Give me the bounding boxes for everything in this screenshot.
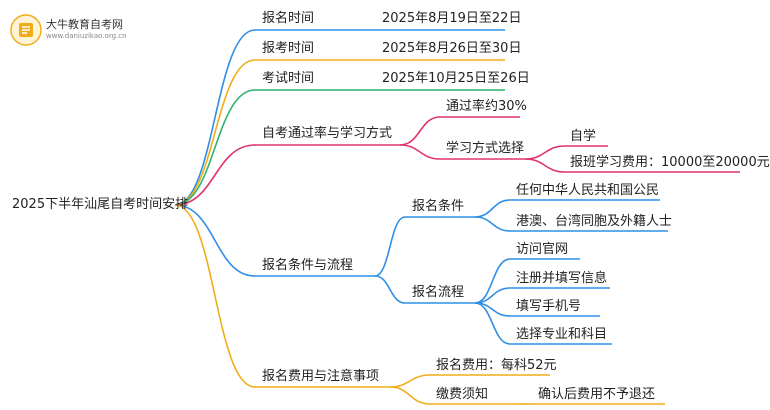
link-cp-conditions [374, 216, 406, 277]
link-root-exam [174, 89, 256, 206]
link-fees-fee [389, 374, 431, 388]
link-cond-citizen [474, 199, 511, 218]
node-registration-time: 报名时间 [262, 11, 315, 26]
node-fees-notes: 报名费用与注意事项 [262, 369, 380, 384]
node-fee-per-subject: 报名费用：每科52元 [436, 358, 557, 373]
link-root-conditions [174, 204, 256, 277]
node-registration-time-value: 2025年8月19日至22日 [382, 11, 522, 26]
mindmap-canvas: 大牛教育自考网 www.daniuzikao.org.cn 2025下半年汕尾自… [10, 11, 770, 405]
link-passrate-rate [399, 116, 441, 146]
link-root-registration [174, 29, 256, 206]
node-step-register: 注册并填写信息 [516, 271, 608, 286]
node-payment-notice: 缴费须知 [436, 387, 489, 402]
node-step-phone: 填写手机号 [516, 299, 582, 314]
node-conditions-process: 报名条件与流程 [262, 258, 354, 273]
brand-url: www.daniuzikao.org.cn [46, 32, 127, 40]
link-cp-process [374, 275, 406, 304]
link-root-fees [174, 204, 256, 388]
link-method-self [524, 145, 566, 160]
node-conditions: 报名条件 [412, 199, 465, 214]
node-condition-citizen: 任何中华人民共和国公民 [516, 183, 660, 198]
link-cond-overseas [474, 216, 511, 232]
link-proc-visit [474, 258, 511, 304]
link-proc-major [474, 302, 511, 345]
link-root-passrate [174, 144, 256, 206]
node-pass-rate-study: 自考通过率与学习方式 [262, 126, 393, 141]
node-exam-time-value: 2025年10月25日至26日 [382, 71, 530, 86]
link-passrate-method [399, 144, 441, 160]
node-step-visit: 访问官网 [516, 242, 569, 257]
node-no-refund: 确认后费用不予退还 [538, 387, 656, 402]
node-apply-time-value: 2025年8月26日至30日 [382, 41, 522, 56]
brand-logo-icon [10, 14, 42, 50]
node-step-major: 选择专业和科目 [516, 327, 608, 342]
node-process: 报名流程 [412, 285, 465, 300]
link-root-apply [174, 59, 256, 206]
link-method-class [524, 158, 566, 173]
brand-name: 大牛教育自考网 [46, 18, 123, 31]
node-exam-time: 考试时间 [262, 71, 315, 86]
node-self-study: 自学 [570, 129, 597, 144]
node-condition-overseas: 港澳、台湾同胞及外籍人士 [516, 214, 673, 229]
mindmap-links [174, 29, 740, 405]
node-class-fee: 报班学习费用：10000至20000元 [570, 155, 770, 170]
node-study-method: 学习方式选择 [446, 141, 525, 156]
root-topic: 2025下半年汕尾自考时间安排 [12, 197, 189, 212]
link-fees-notice [389, 386, 431, 405]
node-pass-rate: 通过率约30% [446, 99, 527, 114]
node-apply-time: 报考时间 [262, 41, 315, 56]
